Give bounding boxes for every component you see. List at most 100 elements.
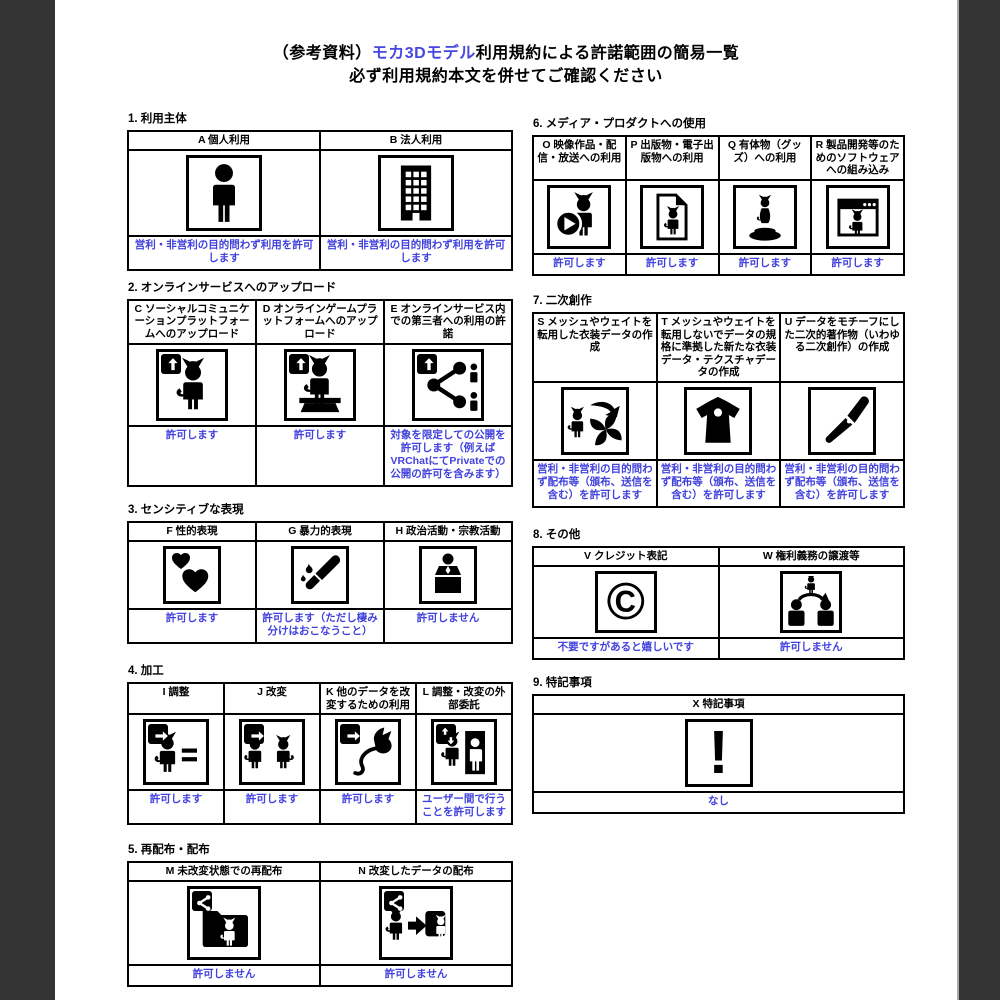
section-heading: 6. メディア・プロダクトへの使用: [533, 118, 706, 130]
item-header: B 法人利用: [319, 130, 513, 151]
upload-arrow-badge-icon: [161, 353, 181, 374]
pictogram-box: [379, 886, 453, 960]
icon-cell: [810, 178, 905, 255]
section-heading: 1. 利用主体: [128, 113, 187, 125]
permission-table: X 特記事項!なし: [532, 693, 905, 814]
icon-cell: [127, 539, 257, 610]
modify-arrow-badge-icon: [340, 724, 360, 745]
title-line2: 必ず利用規約本文を併せてご確認ください: [349, 68, 663, 86]
folder-cat-icon: [202, 911, 248, 947]
icon-cell: [779, 380, 905, 461]
figurine-icon: [749, 194, 781, 241]
share-badge-icon: [192, 891, 212, 911]
knife-icon: [300, 555, 341, 590]
pictogram-box: !: [684, 718, 753, 787]
pictogram-box: [156, 348, 228, 421]
pictogram-box: [419, 545, 477, 604]
item-header: R 製品開発等のためのソフトウェアへの組み込み: [810, 135, 905, 181]
icon-cell: [127, 342, 257, 427]
pictogram-box: [163, 545, 221, 604]
item-header: C ソーシャルコミュニケーションプラットフォームへのアップロード: [127, 298, 257, 345]
pictogram-box: [284, 348, 356, 421]
pictogram-box: [378, 154, 454, 231]
item-header: T メッシュやウェイトを転用しないでデータの規格に準拠した新たな衣装データ・テク…: [655, 311, 782, 383]
permission-text: 営利・非営利の目的問わず配布等（頒布、送信を含む）を許可します: [532, 458, 658, 509]
item-header: K 他のデータを改変するための利用: [319, 681, 417, 716]
permission-text: 許可します: [532, 252, 627, 276]
share-network-icon: [427, 361, 478, 411]
icon-cell: [383, 539, 513, 610]
pictogram-box: [732, 184, 797, 249]
section-heading: 7. 二次創作: [533, 294, 592, 307]
pictogram-box: [239, 719, 305, 786]
podium-speaker-icon: [435, 553, 461, 593]
item-header: P 出版物・電子出版物への利用: [624, 135, 720, 181]
permission-text: 営利・非営利の目的問わず利用を許可します: [319, 234, 513, 271]
item-header: M 未改変状態での再配布: [127, 861, 321, 882]
pictogram-box: [684, 386, 753, 455]
icon-cell: [255, 342, 385, 427]
section-heading: 8. その他: [533, 529, 581, 542]
icon-cell: [319, 713, 417, 792]
permission-text: 対象を限定しての公開を許可します（例えばVRChatにてPrivateでの公開の…: [383, 424, 513, 488]
permission-text: 許可します: [319, 789, 417, 826]
permission-text: 許可しません: [319, 963, 513, 988]
pen-icon: [825, 396, 870, 443]
transfer-arrows-badge-icon: [436, 724, 456, 745]
item-header: S メッシュやウェイトを転用した衣装データの作成: [532, 311, 658, 383]
pictogram-box: ©: [594, 570, 657, 633]
permission-text: 許可します: [223, 789, 321, 826]
permission-text: 許可しません: [383, 607, 513, 644]
item-header: F 性的表現: [127, 521, 257, 542]
icon-cell: [255, 539, 385, 610]
share-badge-icon: [384, 891, 404, 911]
title-line1: （参考資料）モカ3Dモデル利用規約による許諾範囲の簡易一覧: [55, 42, 957, 65]
section-heading: 9. 特記事項: [533, 676, 592, 689]
pictogram-box: [143, 719, 209, 786]
modify-arrow-badge-icon: [244, 724, 264, 745]
permission-text: 許可します: [255, 424, 385, 488]
cat-transfer-icon: [385, 907, 446, 940]
pictogram-box: [335, 719, 401, 786]
cat-recycle-icon: [567, 401, 622, 446]
copyright-icon: ©: [606, 572, 645, 631]
permission-text: 許可します: [127, 424, 257, 488]
icon-cell: [127, 148, 321, 237]
icon-cell: [655, 380, 782, 461]
icon-cell: [624, 178, 720, 255]
permission-text: 営利・非営利の目的問わず利用を許可します: [127, 234, 321, 271]
permission-text: 営利・非営利の目的問わず配布等（頒布、送信を含む）を許可します: [655, 458, 782, 509]
permission-text: 許可します: [624, 252, 720, 276]
window-cat-icon: [837, 198, 879, 237]
item-header: W 権利義務の譲渡等: [717, 546, 905, 567]
upload-arrow-badge-icon: [289, 353, 309, 374]
item-header: N 改変したデータの配布: [319, 861, 513, 882]
pictogram-box: [186, 154, 262, 231]
icon-cell: [127, 880, 321, 966]
section-heading: 2. オンラインサービスへのアップロード: [128, 281, 337, 294]
person-icon: [213, 163, 235, 222]
hearts-icon: [172, 552, 209, 592]
cat-icon: [176, 357, 205, 409]
permission-text: 許可します: [717, 252, 813, 276]
permission-text: 許可します（ただし棲み分けはおこなうこと）: [255, 607, 385, 644]
permission-text: 許可しません: [127, 963, 321, 988]
item-header: G 暴力的表現: [255, 521, 385, 542]
document-title: （参考資料）モカ3Dモデル利用規約による許諾範囲の簡易一覧 必ず利用規約本文を併…: [55, 42, 957, 88]
permission-text: ユーザー間で行うことを許可します: [415, 789, 513, 826]
document-page: （参考資料）モカ3Dモデル利用規約による許諾範囲の簡易一覧 必ず利用規約本文を併…: [55, 0, 959, 1000]
modify-arrow-badge-icon: [148, 724, 168, 745]
people-transfer-icon: [788, 575, 834, 626]
cat-play-icon: [554, 191, 594, 238]
clothing-icon: [696, 396, 741, 443]
item-header: D オンラインゲームプラットフォームへのアップロード: [255, 298, 385, 345]
icon-cell: [383, 342, 513, 427]
